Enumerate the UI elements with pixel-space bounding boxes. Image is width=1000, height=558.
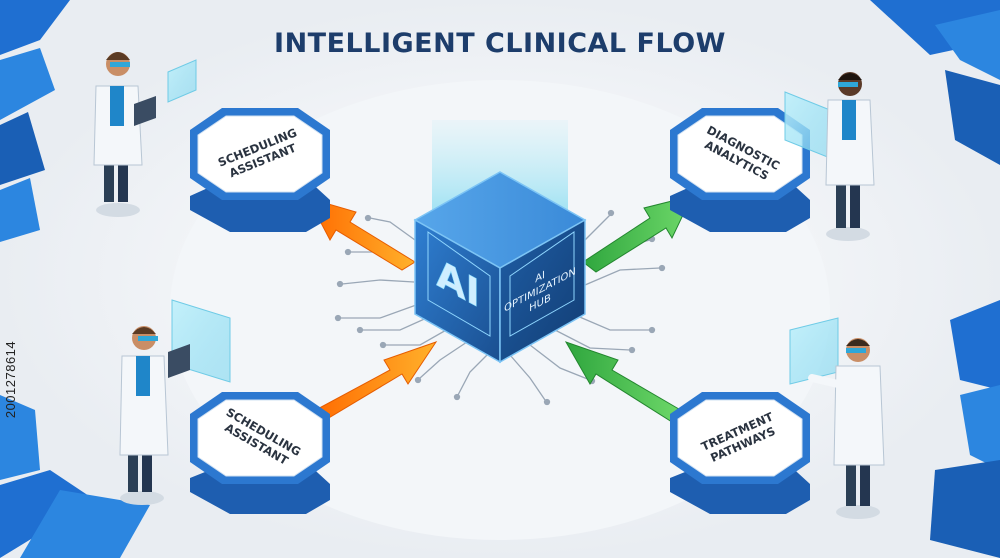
hub-label-line1: AI [535, 268, 545, 285]
hologram-screen-icon [167, 59, 197, 103]
arrow-from-bottom-left-node [311, 341, 438, 423]
diagram-title: INTELLIGENT CLINICAL FLOW [274, 28, 726, 59]
doctor-figure-top-left [93, 52, 156, 217]
arrow-from-bottom-right-node [564, 341, 685, 423]
corner-decoration-bottom-right [930, 300, 1000, 558]
corner-decoration-top-left [0, 0, 70, 242]
corner-decoration-top-right [870, 0, 1000, 165]
arrow-to-top-right-node [582, 195, 693, 273]
corner-decoration-bottom-left [0, 395, 150, 558]
node-scheduling-assistant-top: SCHEDULING ASSISTANT [190, 108, 330, 232]
doctor-figure-bottom-left [119, 326, 190, 505]
node-scheduling-assistant-bottom: SCHEDULING ASSISTANT [190, 392, 330, 514]
node-treatment-pathways: TREATMENT PATHWAYS [670, 392, 810, 514]
node-diagnostic-analytics: DIAGNOSTIC ANALYTICS [670, 108, 810, 232]
hologram-screen-icon [789, 317, 839, 385]
ai-optimization-hub: AI AI OPTIMIZATION HUB [413, 171, 587, 364]
doctor-figure-top-right [825, 72, 875, 241]
doctor-figure-bottom-right [808, 338, 885, 519]
stock-id-label: 2001278614 [3, 340, 19, 419]
